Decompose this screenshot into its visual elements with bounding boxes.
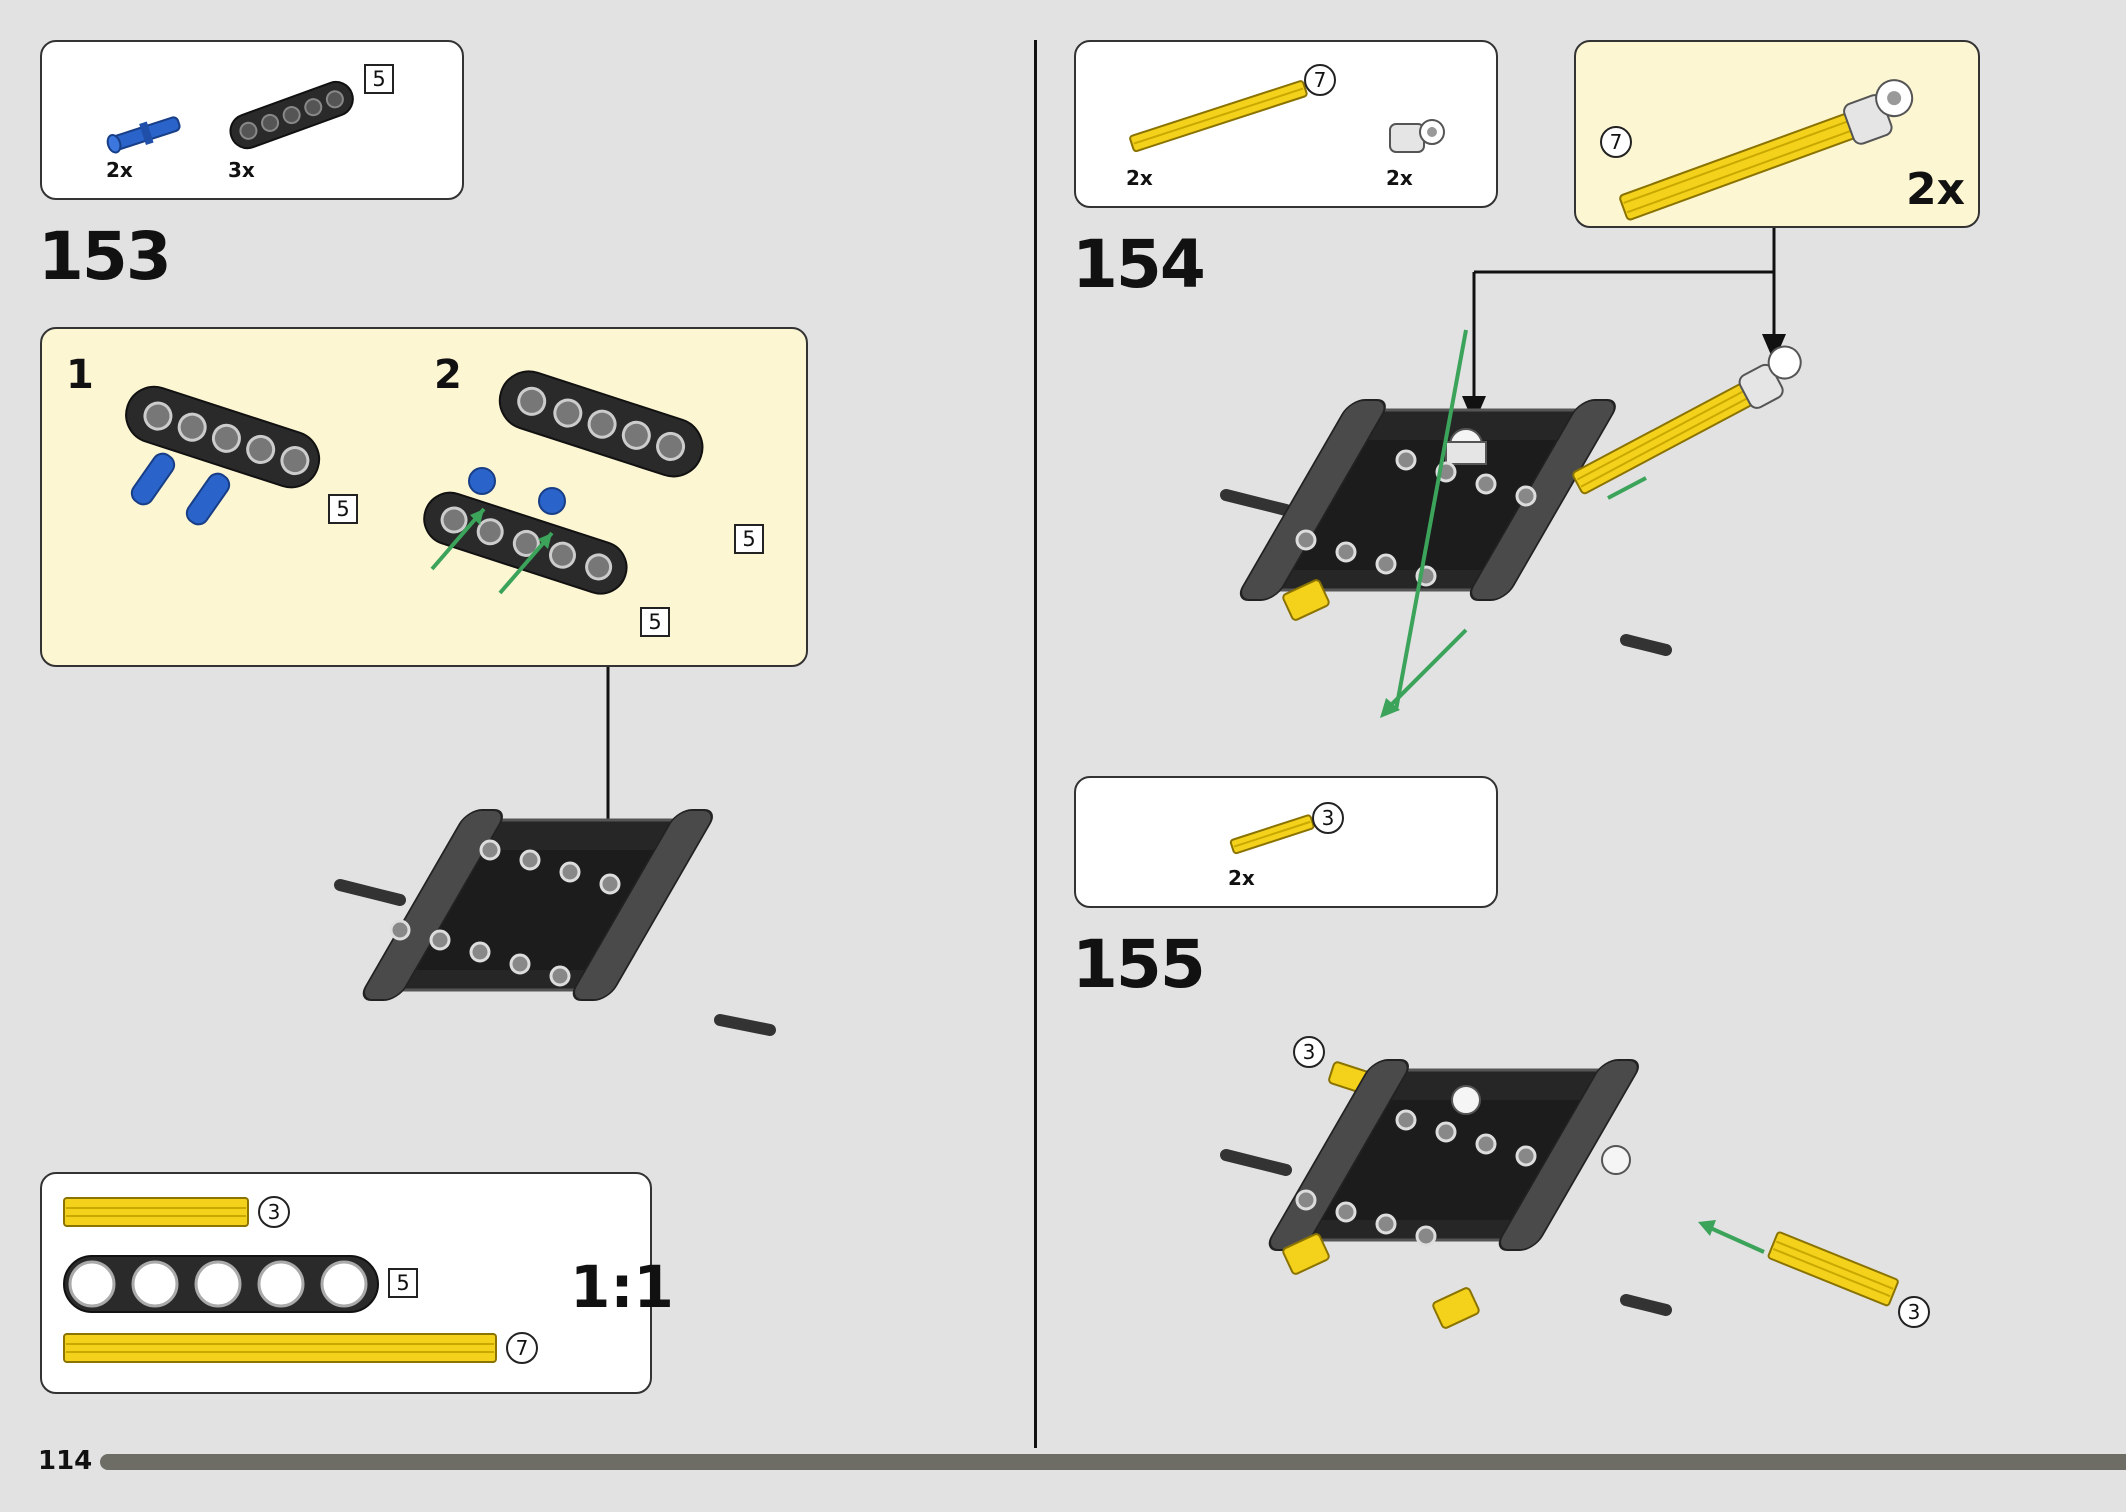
substep-number-2: 2: [434, 352, 462, 398]
parts-qty-axle3: 2x: [1228, 866, 1255, 890]
axle3-length-label: 3: [1312, 802, 1344, 834]
parts-qty-beam: 3x: [228, 158, 255, 182]
callout154-length-label: 7: [1600, 126, 1632, 158]
black-beam-5-scale-icon: [63, 1255, 379, 1313]
axle-with-connector-icon: [1619, 79, 1914, 221]
substep2-length-label-b: 5: [640, 607, 670, 637]
callout-arrows-154: [1462, 228, 1786, 424]
subassembly-callout-153: 1 2 5: [40, 327, 808, 667]
axle7-length-label: 7: [1304, 64, 1336, 96]
parts-qty-axle7: 2x: [1126, 166, 1153, 190]
chassis-model-154: [1220, 329, 1802, 718]
page-number: 114: [38, 1446, 93, 1476]
step155-callout-length-b: 3: [1898, 1296, 1930, 1328]
gray-axle-connector-icon: [1389, 119, 1445, 153]
substep1-beam-with-pins: [125, 385, 321, 526]
scale-length-3: 3: [258, 1196, 290, 1228]
scale-length-5: 5: [388, 1268, 418, 1298]
chassis-model-153: [334, 809, 776, 1036]
scale-length-7: 7: [506, 1332, 538, 1364]
black-beam-icon: [229, 80, 354, 150]
parts-qty-connector: 2x: [1386, 166, 1413, 190]
substep2-beams-assembly: [423, 370, 704, 595]
substep2-length-label-a: 5: [734, 524, 764, 554]
substep-number-1: 1: [66, 352, 94, 398]
yellow-axle-7-scale-icon: [63, 1333, 497, 1363]
parts-list-153: 2x 3x 5: [40, 40, 464, 200]
page-divider: [1034, 40, 1037, 1448]
subassembly-callout-154: 7 2x: [1574, 40, 1980, 228]
callout154-multiplier: 2x: [1906, 164, 1965, 215]
blue-axle-pin-icon: [106, 116, 181, 154]
step-number-153: 153: [38, 218, 172, 295]
progress-bar: [100, 1454, 2126, 1470]
substep1-length-label: 5: [328, 494, 358, 524]
yellow-axle-7-icon: [1129, 80, 1308, 153]
step-number-155: 155: [1072, 926, 1206, 1003]
yellow-axle-3-scale-icon: [63, 1197, 249, 1227]
beam-length-label: 5: [364, 64, 394, 94]
chassis-holes: [389, 839, 621, 987]
scale-ratio-label: 1:1: [570, 1253, 674, 1321]
step155-callout-length-a: 3: [1293, 1036, 1325, 1068]
parts-list-154: 7 2x 2x: [1074, 40, 1498, 208]
chassis-holes-155: [1295, 1109, 1537, 1247]
parts-list-155: 3 2x: [1074, 776, 1498, 908]
parts-qty-pin: 2x: [106, 158, 133, 182]
scale-guide: 3 5 7 1:1: [40, 1172, 674, 1394]
yellow-axle-3-icon: [1229, 814, 1315, 855]
step-number-154: 154: [1072, 226, 1206, 303]
chassis-holes-154: [1295, 449, 1537, 587]
chassis-model-155: [1220, 1059, 1899, 1329]
